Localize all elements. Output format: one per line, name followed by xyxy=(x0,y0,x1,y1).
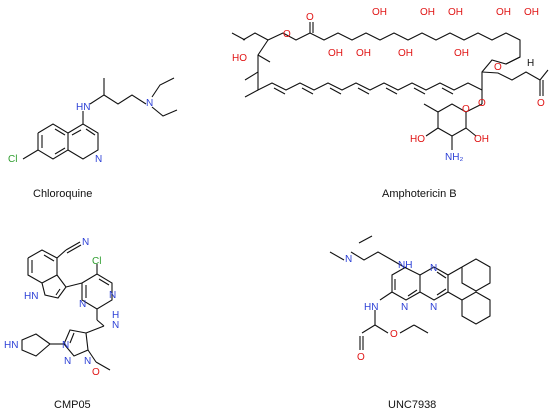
amphotericin-oh-4: OH xyxy=(496,7,511,18)
unc7938-o-carb2: O xyxy=(390,329,398,340)
amphotericin-o-glyco: O xyxy=(478,98,486,109)
unc7938-structure: N NH N N N HN O O xyxy=(329,235,491,363)
amphotericin-nh2: NH₂ xyxy=(445,152,463,163)
amphotericin-h: H xyxy=(527,58,534,69)
cmp05-cl: Cl xyxy=(92,256,101,267)
chloroquine-hn-label: HN xyxy=(76,102,90,113)
cmp05-bonds xyxy=(21,241,113,371)
unc7938-nh-top: NH xyxy=(398,260,412,271)
cmp05-n-pz2: N xyxy=(64,356,71,367)
cmp05-h-link: H xyxy=(112,310,119,321)
cmp05-structure: N Cl HN N N H N HN N N N O xyxy=(4,237,119,378)
cmp05-n-link: N xyxy=(112,320,119,331)
amphotericin-oh-6: OH xyxy=(356,48,371,59)
amphotericin-oh-3: OH xyxy=(448,7,463,18)
amphotericin-oh-9: OH xyxy=(524,7,539,18)
chloroquine-n-amine-label: N xyxy=(146,98,153,109)
amphotericin-oh-sugar: OH xyxy=(474,134,489,145)
unc7938-n1: N xyxy=(401,302,408,313)
unc7938-n2: N xyxy=(430,263,437,274)
cmp05-n-pip: N xyxy=(62,340,69,351)
amphotericin-oh-7: OH xyxy=(398,48,413,59)
amphotericin-oh-1: OH xyxy=(372,7,387,18)
amphotericin-o-ester: O xyxy=(283,29,291,40)
caption-chloroquine: Chloroquine xyxy=(33,188,92,200)
caption-cmp05: CMP05 xyxy=(54,399,91,411)
cmp05-hn-pip: HN xyxy=(4,340,18,351)
amphotericin-o-sugar: O xyxy=(462,104,470,115)
unc7938-bonds xyxy=(329,235,491,350)
cmp05-o-methoxy: O xyxy=(92,367,100,378)
unc7938-n3: N xyxy=(430,302,437,313)
cmp05-n-pyr1: N xyxy=(109,290,116,301)
amphotericin-o-carbonyl: O xyxy=(306,12,314,23)
amphotericin-ho-sugar: HO xyxy=(410,134,425,145)
chloroquine-structure: HN N N Cl xyxy=(8,77,178,165)
chloroquine-cl-label: Cl xyxy=(8,154,17,165)
cmp05-n-nitrile: N xyxy=(82,237,89,248)
cmp05-n-pyr2: N xyxy=(79,299,86,310)
caption-amphotericin-b: Amphotericin B xyxy=(382,188,457,200)
unc7938-hn-carb: HN xyxy=(364,302,378,313)
amphotericin-o-acid: O xyxy=(537,98,545,109)
unc7938-n-dma: N xyxy=(345,254,352,265)
amphotericin-oh-5: OH xyxy=(328,48,343,59)
amphotericin-b-structure: OH OH OH OH OH OH OH OH OH O O O O H HO … xyxy=(231,7,549,163)
chloroquine-bonds xyxy=(22,77,178,160)
chloroquine-n-ring-label: N xyxy=(95,154,102,165)
caption-unc7938: UNC7938 xyxy=(388,399,436,411)
cmp05-hn-indole: HN xyxy=(24,291,38,302)
cmp05-n-pz1: N xyxy=(84,356,91,367)
amphotericin-ho-left: HO xyxy=(232,53,247,64)
unc7938-o-carb1: O xyxy=(357,352,365,363)
amphotericin-o-ring: O xyxy=(494,62,502,73)
amphotericin-oh-8: OH xyxy=(454,48,469,59)
amphotericin-bonds xyxy=(231,22,549,150)
amphotericin-oh-2: OH xyxy=(420,7,435,18)
